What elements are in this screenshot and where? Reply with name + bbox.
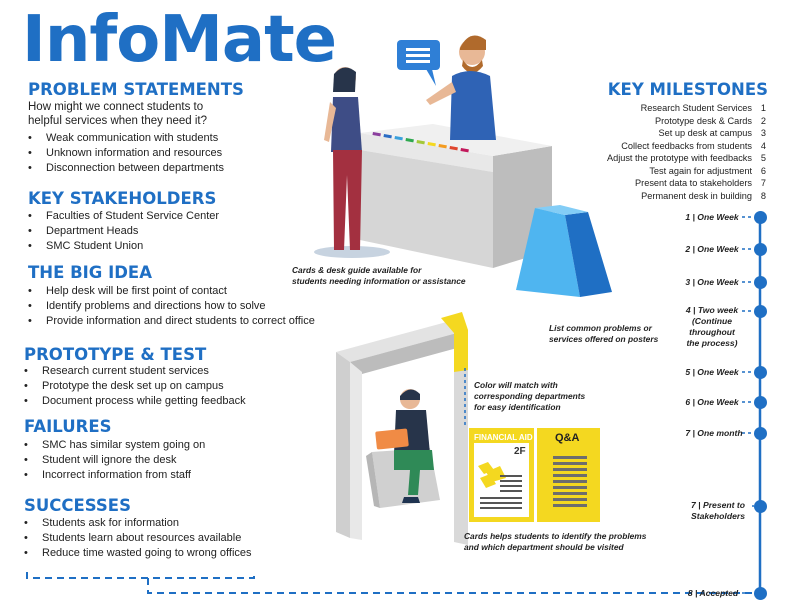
- seated-man-figure: [366, 389, 440, 508]
- timeline-label-2: 2 | One Week: [685, 244, 739, 254]
- timeline-label-7: 7 | One month: [685, 428, 743, 438]
- problem-question-line-2: helpful services when they need it?: [28, 115, 207, 127]
- cards-caption: Cards helps students to identify the pro…: [464, 531, 647, 552]
- prototype-heading: PROTOTYPE & TEST: [24, 345, 207, 364]
- list-item: Reduce time wasted going to wrong office…: [20, 546, 252, 561]
- successes-heading: SUCCESSES: [24, 496, 131, 515]
- timeline-dot: [754, 587, 767, 600]
- successes-bracket: [26, 572, 255, 579]
- poster-caption: List common problems or services offered…: [549, 323, 659, 344]
- timeline-label-9: 8 | Accepted: [687, 588, 739, 598]
- list-item: Students ask for information: [20, 516, 252, 531]
- list-item: Identify problems and directions how to …: [24, 299, 315, 314]
- qa-card: [537, 428, 600, 522]
- milestones-heading: KEY MILESTONES: [607, 80, 768, 99]
- timeline-label-8: 7 | Present to Stakeholders: [691, 500, 745, 521]
- failures-heading: FAILURES: [24, 417, 112, 436]
- timeline-label-5: 5 | One Week: [685, 367, 739, 377]
- list-item: Provide information and direct students …: [24, 314, 315, 329]
- timeline-label-3: 3 | One Week: [685, 277, 739, 287]
- list-item: Unknown information and resources: [24, 146, 224, 161]
- list-item: Incorrect information from staff: [20, 468, 205, 483]
- timeline-label-1: 1 | One Week: [685, 212, 739, 222]
- woman-figure: [314, 67, 390, 258]
- list-item: Prototype the desk set up on campus: [20, 379, 246, 394]
- list-item: Student will ignore the desk: [20, 453, 205, 468]
- list-item: Students learn about resources available: [20, 531, 252, 546]
- card-floor-label: 2F: [514, 446, 526, 457]
- poster-a-frame: [516, 205, 612, 297]
- booth-doorway: [336, 312, 468, 545]
- stakeholders-heading: KEY STAKEHOLDERS: [28, 189, 217, 208]
- timeline-dot: [754, 427, 767, 440]
- color-cards: [372, 131, 469, 153]
- timeline-ticks: [742, 216, 754, 594]
- big-idea-list: Help desk will be first point of contact…: [24, 284, 315, 329]
- successes-list: Students ask for information Students le…: [20, 516, 252, 561]
- timeline-dot: [754, 276, 767, 289]
- list-item: Weak communication with students: [24, 131, 224, 146]
- timeline-dot: [754, 305, 767, 318]
- card-financial-aid-title: FINANCIAL AID: [474, 433, 533, 442]
- big-idea-heading: THE BIG IDEA: [28, 263, 152, 282]
- list-item: Document process while getting feedback: [20, 394, 246, 409]
- prototype-list: Research current student services Protot…: [20, 364, 246, 409]
- list-item: Disconnection between departments: [24, 161, 224, 176]
- timeline-dot: [754, 243, 767, 256]
- color-caption: Color will match with corresponding depa…: [474, 380, 586, 412]
- list-item: SMC Student Union: [24, 239, 219, 254]
- timeline-label-6: 6 | One Week: [685, 397, 739, 407]
- list-item: Department Heads: [24, 224, 219, 239]
- list-item: SMC has similar system going on: [20, 438, 205, 453]
- help-desk-illustration: [360, 124, 552, 268]
- failures-list: SMC has similar system going on Student …: [20, 438, 205, 483]
- chat-bubble-icon: [397, 40, 440, 86]
- list-item: Help desk will be first point of contact: [24, 284, 315, 299]
- page-title: InfoMate: [22, 3, 337, 77]
- timeline-label-4: 4 | Two week (Continue throughout the pr…: [685, 305, 739, 348]
- list-item: Research current student services: [20, 364, 246, 379]
- problem-heading: PROBLEM STATEMENTS: [28, 80, 244, 99]
- man-figure: [426, 35, 496, 140]
- stakeholders-list: Faculties of Student Service Center Depa…: [24, 209, 219, 254]
- timeline-dot: [754, 366, 767, 379]
- timeline-dot: [754, 500, 767, 513]
- problem-list: Weak communication with students Unknown…: [24, 131, 224, 176]
- timeline-connector: [147, 578, 752, 594]
- financial-aid-card: [469, 428, 534, 522]
- list-item: Faculties of Student Service Center: [24, 209, 219, 224]
- timeline-dot: [754, 211, 767, 224]
- problem-question-line-1: How might we connect students to: [28, 101, 204, 113]
- desk-caption: Cards & desk guide available for student…: [292, 265, 466, 286]
- timeline-dot: [754, 396, 767, 409]
- card-qa-title: Q&A: [555, 432, 580, 444]
